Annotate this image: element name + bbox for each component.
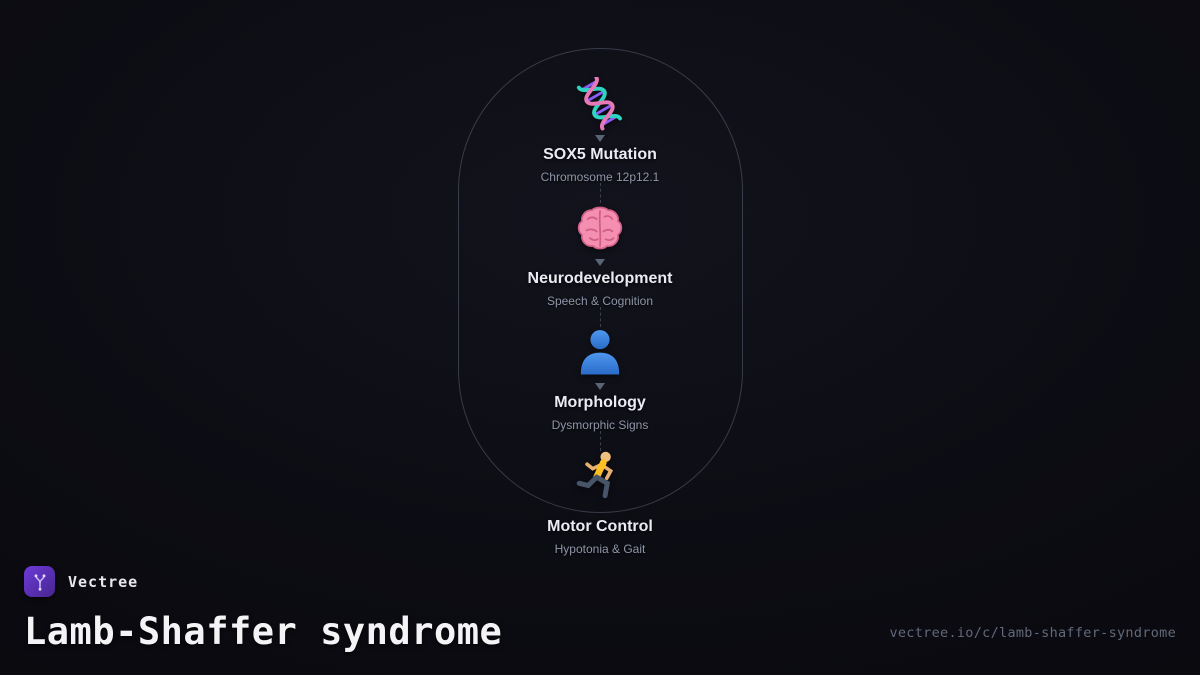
runner-icon — [576, 451, 614, 499]
node-title: Motor Control — [547, 518, 653, 535]
brand-name: Vectree — [68, 572, 139, 591]
node-icon-wrap — [570, 183, 630, 256]
footer: Vectree Lamb-Shaffer syndrome vectree.io… — [24, 566, 1176, 653]
brand-row: Vectree — [24, 566, 1176, 598]
connector-dashed-line — [600, 431, 601, 451]
arrow-down-icon — [594, 135, 605, 142]
arrow-down-icon — [594, 259, 605, 266]
node-title: Morphology — [554, 394, 646, 411]
dna-icon — [576, 77, 622, 131]
node-icon-wrap — [570, 307, 630, 380]
person-silhouette-icon — [580, 330, 620, 375]
node-title: Neurodevelopment — [527, 270, 673, 287]
connector-dashed-line — [599, 307, 601, 327]
arrow-down-icon — [594, 383, 605, 390]
connector-dashed-line — [599, 183, 601, 203]
branch-tree-icon — [34, 574, 45, 591]
node-subtitle: Chromosome 12p12.1 — [540, 170, 660, 184]
page-title: Lamb-Shaffer syndrome — [24, 610, 503, 654]
node-title: SOX5 Mutation — [543, 146, 657, 163]
title-row: Lamb-Shaffer syndrome vectree.io/c/lamb-… — [24, 612, 1176, 653]
flow-node-morphology: Morphology Dysmorphic Signs — [551, 307, 649, 432]
flow-node-sox5-mutation: SOX5 Mutation Chromosome 12p12.1 — [540, 76, 660, 184]
vectree-logo — [24, 566, 55, 598]
node-subtitle: Dysmorphic Signs — [551, 418, 649, 432]
node-subtitle: Hypotonia & Gait — [554, 542, 646, 556]
flow-capsule-outline — [458, 48, 743, 513]
node-icon-wrap — [570, 431, 630, 504]
flow-diagram: SOX5 Mutation Chromosome 12p12.1 — [0, 76, 1200, 572]
flow-node-motor-control: Motor Control Hypotonia & Gait — [547, 431, 653, 556]
node-icon-wrap — [570, 76, 630, 132]
brain-icon — [577, 206, 623, 250]
flow-node-neurodevelopment: Neurodevelopment Speech & Cognition — [527, 183, 673, 308]
node-subtitle: Speech & Cognition — [546, 294, 654, 308]
page-url: vectree.io/c/lamb-shaffer-syndrome — [889, 624, 1176, 641]
